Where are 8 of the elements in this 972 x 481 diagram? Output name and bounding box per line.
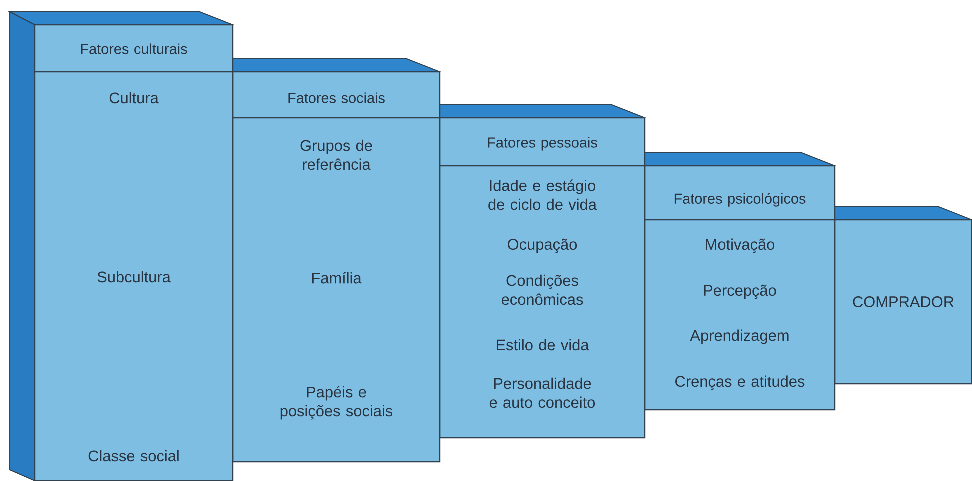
block: Fatores pessoais Idade e estágio de ciclo de vida Ocupação Condições econômicas Estilo de vida Personalidade e auto conceito	[439, 104, 648, 439]
block: Fatores sociais Grupos de referência Família Papéis e posições sociais	[232, 58, 443, 463]
node-label: Cultura	[110, 92, 159, 104]
block: Fatores psicológicos Motivação Percepção Aprendizagem Crenças e atitudes	[644, 152, 838, 411]
node-label: Fatores culturais	[81, 44, 188, 54]
node-label: Classe social	[88, 450, 179, 462]
node-label: Subcultura	[98, 271, 171, 283]
block: COMPRADOR	[834, 206, 972, 385]
